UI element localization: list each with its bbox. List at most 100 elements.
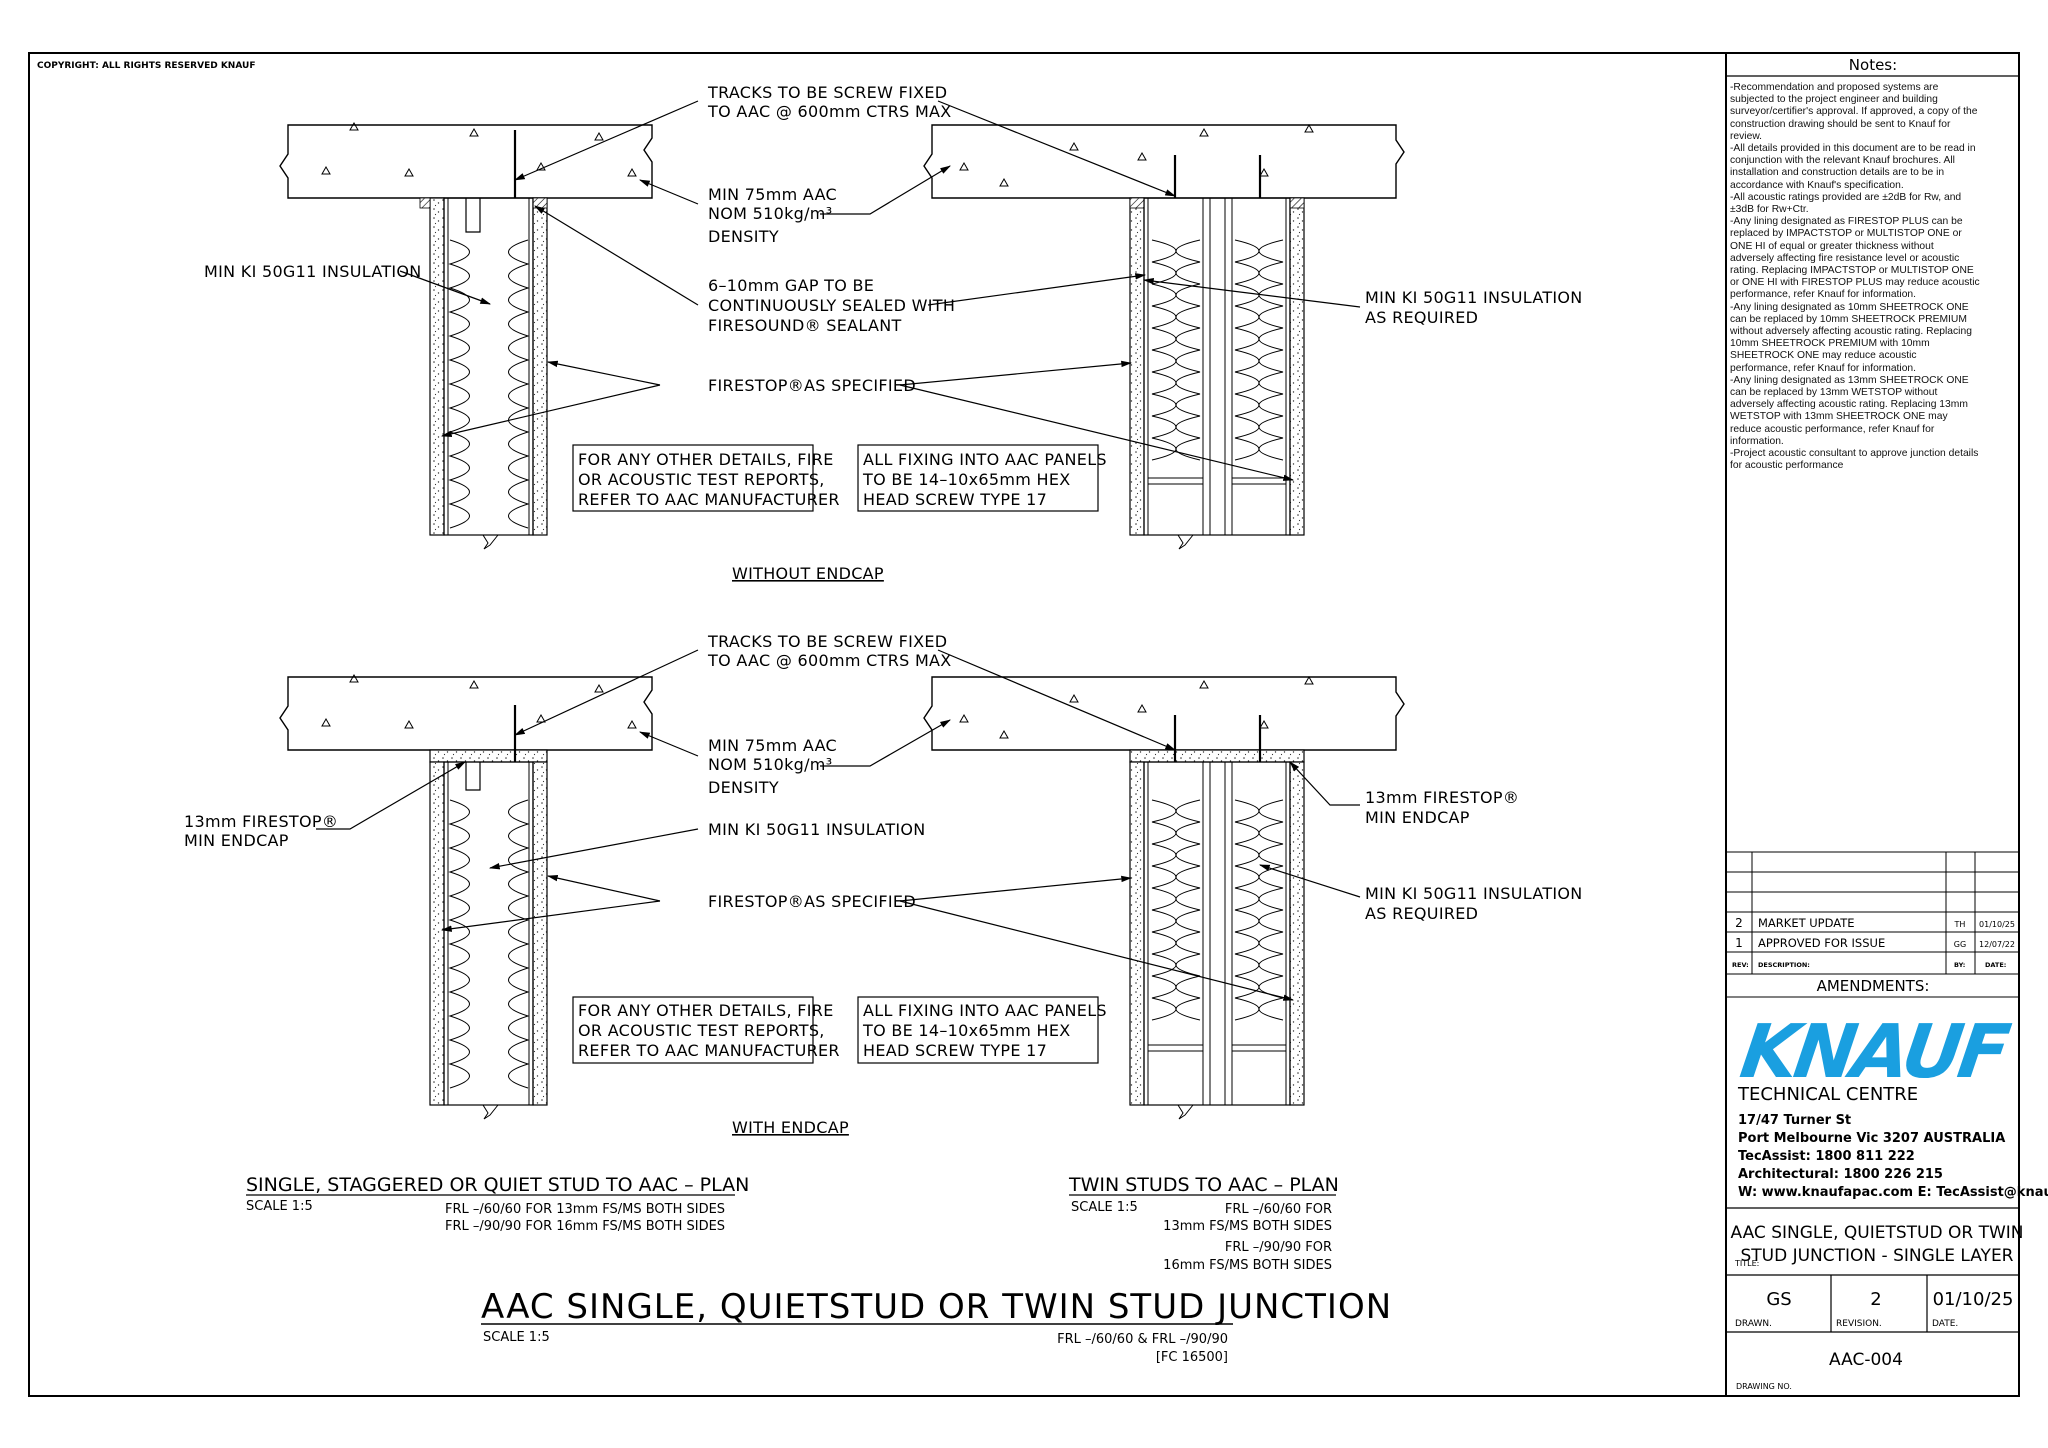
note-box-aac-1: FOR ANY OTHER DETAILS, FIRE <box>578 450 834 469</box>
note-item: -All acoustic ratings provided are ±2dB … <box>1730 191 1962 216</box>
note-box-aac-b2: OR ACOUSTIC TEST REPORTS, <box>578 1021 825 1040</box>
label-insulation-b: MIN KI 50G11 INSULATION <box>708 820 926 839</box>
label-tracks-1: TRACKS TO BE SCREW FIXED <box>707 83 947 102</box>
company-tecassist: TecAssist: 1800 811 222 <box>1738 1149 1915 1164</box>
detail-without-endcap: TRACKS TO BE SCREW FIXED TO AAC @ 600mm … <box>204 83 1583 583</box>
label-endcap-twin-1: 13mm FIRESTOP® <box>1365 788 1519 807</box>
amend-col-rev: REV: <box>1732 961 1749 969</box>
drawing-border <box>28 52 2020 1397</box>
amend-date-1: 12/07/22 <box>1979 940 2015 949</box>
note-item: -Any lining designated as 13mm SHEETROCK… <box>1730 374 1969 447</box>
single-plan-frl-1: FRL –/60/60 FOR 13mm FS/MS BOTH SIDES <box>445 1202 725 1217</box>
label-endcap-1: 13mm FIRESTOP® <box>184 812 338 831</box>
main-frl: FRL –/60/60 & FRL –/90/90 <box>1057 1332 1228 1347</box>
twin-plan-frl-4: 16mm FS/MS BOTH SIDES <box>1163 1258 1332 1273</box>
knauf-logo: KNAUF <box>1735 1008 2014 1095</box>
label-insul-req-1b: MIN KI 50G11 INSULATION <box>1365 884 1583 903</box>
label-with-endcap: WITH ENDCAP <box>732 1118 849 1137</box>
label-gap-3: FIRESOUND® SEALANT <box>708 316 902 335</box>
twin-plan-frl-1: FRL –/60/60 FOR <box>1225 1202 1332 1217</box>
label-insulation: MIN KI 50G11 INSULATION <box>204 262 422 281</box>
note-box-aac-b3: REFER TO AAC MANUFACTURER <box>578 1041 840 1060</box>
single-plan-frl-2: FRL –/90/90 FOR 16mm FS/MS BOTH SIDES <box>445 1219 725 1234</box>
label-aac-1b: MIN 75mm AAC <box>708 736 837 755</box>
company-dept: TECHNICAL CENTRE <box>1737 1084 1918 1105</box>
twin-plan-frl-2: 13mm FS/MS BOTH SIDES <box>1163 1219 1332 1234</box>
amend-rev-2: 2 <box>1735 916 1743 930</box>
lining-twin-a <box>1129 197 1145 536</box>
amend-col-desc: DESCRIPTION: <box>1758 961 1810 969</box>
amend-by-1: GG <box>1954 940 1966 949</box>
amend-rev-1: 1 <box>1735 936 1743 950</box>
amend-by-2: TH <box>1954 920 1966 929</box>
lining-left-b <box>532 197 548 536</box>
endcap-twin <box>1129 749 1305 763</box>
endcap-left <box>429 749 548 763</box>
label-insul-req-1: MIN KI 50G11 INSULATION <box>1365 288 1583 307</box>
label-gap-1: 6–10mm GAP TO BE <box>708 276 874 295</box>
title-label: TITLE: <box>1734 1259 1759 1268</box>
aac-slab-right <box>923 124 1405 199</box>
main-fc: [FC 16500] <box>1156 1350 1228 1365</box>
note-item: -Any lining designated as 10mm SHEETROCK… <box>1730 301 1972 374</box>
drawing-number-label: DRAWING NO. <box>1736 1382 1792 1391</box>
drawing-title-2: STUD JUNCTION - SINGLE LAYER <box>1740 1246 2013 1266</box>
date-value: 01/10/25 <box>1933 1289 2014 1310</box>
label-tracks-1b: TRACKS TO BE SCREW FIXED <box>707 632 947 651</box>
main-scale: SCALE 1:5 <box>483 1330 550 1345</box>
label-aac-3: DENSITY <box>708 227 779 246</box>
label-firestop-b: FIRESTOP®AS SPECIFIED <box>708 892 916 911</box>
company-web: W: www.knaufapac.com E: TecAssist@knauf.… <box>1738 1185 2048 1200</box>
drawn-value: GS <box>1766 1289 1791 1310</box>
aac-slab-right-2 <box>923 676 1405 751</box>
aac-slab-left <box>279 124 653 199</box>
drawing-number: AAC-004 <box>1829 1350 1903 1370</box>
label-without-endcap: WITHOUT ENDCAP <box>732 564 884 583</box>
note-box-aac <box>572 444 814 512</box>
drawing-title-1: AAC SINGLE, QUIETSTUD OR TWIN <box>1730 1223 2023 1243</box>
label-aac-2: NOM 510kg/m³ <box>708 204 832 223</box>
label-tracks-2b: TO AAC @ 600mm CTRS MAX <box>707 651 952 670</box>
amendments-heading: AMENDMENTS: <box>1817 977 1930 995</box>
notes-heading: Notes: <box>1849 56 1897 74</box>
note-box-fixing-b1: ALL FIXING INTO AAC PANELS <box>863 1001 1107 1020</box>
note-box-aac-b1: FOR ANY OTHER DETAILS, FIRE <box>578 1001 834 1020</box>
amend-date-2: 01/10/25 <box>1979 920 2015 929</box>
note-item: -Any lining designated as FIRESTOP PLUS … <box>1730 216 1980 301</box>
amend-desc-1: APPROVED FOR ISSUE <box>1758 936 1885 950</box>
plan-titles: SINGLE, STAGGERED OR QUIET STUD TO AAC –… <box>246 1174 1392 1365</box>
note-item: -All details provided in this document a… <box>1730 143 1976 191</box>
single-plan-scale: SCALE 1:5 <box>246 1199 313 1214</box>
amendments-table <box>1726 851 2019 998</box>
twin-plan-frl-3: FRL –/90/90 FOR <box>1225 1240 1332 1255</box>
note-box-aac-2: OR ACOUSTIC TEST REPORTS, <box>578 470 825 489</box>
label-aac-3b: DENSITY <box>708 778 779 797</box>
aac-slab-left-2 <box>279 676 653 751</box>
company-addr-1: 17/47 Turner St <box>1738 1113 1851 1128</box>
main-title: AAC SINGLE, QUIETSTUD OR TWIN STUD JUNCT… <box>481 1287 1392 1327</box>
note-box-fixing-b <box>857 996 1099 1064</box>
amend-col-date: DATE: <box>1985 961 2006 969</box>
copyright-text: COPYRIGHT: ALL RIGHTS RESERVED KNAUF <box>37 61 255 71</box>
note-item: -Project acoustic consultant to approve … <box>1730 448 1979 472</box>
lining-twin-b <box>1289 197 1305 536</box>
title-block: Notes: 2 MARKET UPDATE TH 01/10/25 1 APP… <box>1726 56 2048 1391</box>
lining-left-a <box>429 197 445 536</box>
drawn-label: DRAWN. <box>1735 1319 1772 1329</box>
label-tracks-2: TO AAC @ 600mm CTRS MAX <box>707 102 952 121</box>
note-box-fixing-3: HEAD SCREW TYPE 17 <box>863 490 1047 509</box>
note-box-fixing <box>857 444 1099 512</box>
label-aac-2b: NOM 510kg/m³ <box>708 755 832 774</box>
label-firestop: FIRESTOP®AS SPECIFIED <box>708 376 916 395</box>
label-insul-req-2b: AS REQUIRED <box>1365 904 1478 923</box>
revision-value: 2 <box>1870 1289 1881 1310</box>
note-box-fixing-2: TO BE 14–10x65mm HEX <box>862 470 1071 489</box>
date-label: DATE. <box>1932 1319 1958 1329</box>
note-box-aac-3: REFER TO AAC MANUFACTURER <box>578 490 840 509</box>
amend-desc-2: MARKET UPDATE <box>1758 916 1855 930</box>
twin-plan-title: TWIN STUDS TO AAC – PLAN <box>1068 1174 1339 1196</box>
note-box-fixing-b3: HEAD SCREW TYPE 17 <box>863 1041 1047 1060</box>
note-box-fixing-b2: TO BE 14–10x65mm HEX <box>862 1021 1071 1040</box>
insulation-coil-left <box>448 239 530 529</box>
